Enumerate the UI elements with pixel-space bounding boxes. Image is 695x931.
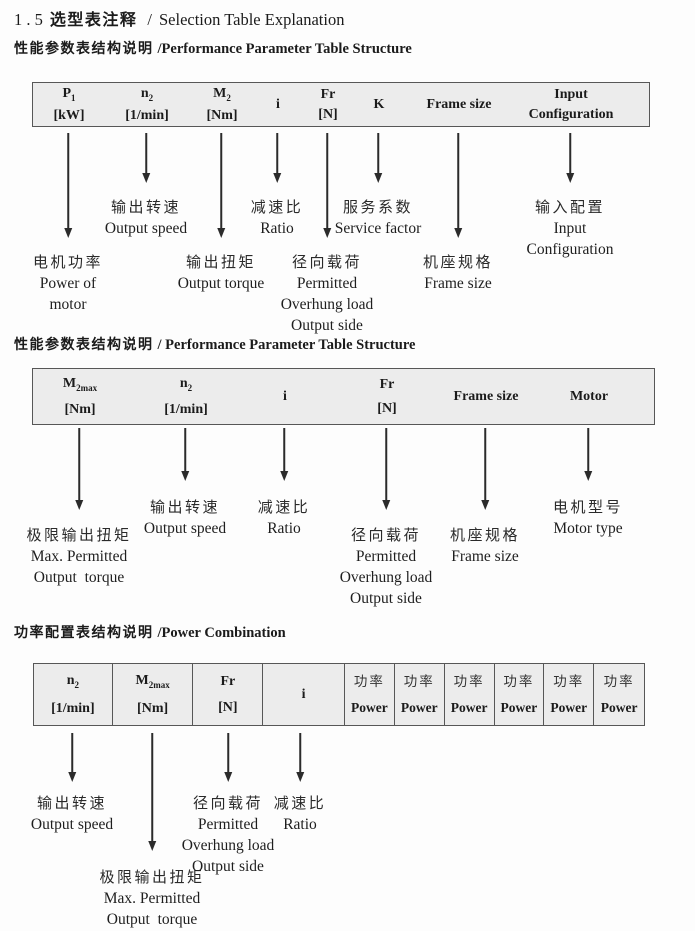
section3-heading: 功率配置表结构说明/Power Combination <box>14 622 286 642</box>
col-fr: Fr[N] <box>318 87 338 122</box>
title-separator: / <box>147 10 152 29</box>
col-m2max: M2max[Nm] <box>62 375 98 418</box>
title-english: Selection Table Explanation <box>158 10 345 29</box>
section1-heading-en: /Performance Parameter Table Structure <box>157 41 412 57</box>
down-arrow-icon <box>71 733 73 773</box>
down-arrow-icon <box>385 428 387 501</box>
down-arrow-icon <box>326 133 328 229</box>
section2-heading-en: / Performance Parameter Table Structure <box>157 337 416 353</box>
col-frame-size: Frame size <box>426 97 492 112</box>
section1-heading: 性能参数表结构说明/Performance Parameter Table St… <box>14 38 412 58</box>
col-m2: M2[Nm] <box>206 85 238 124</box>
col-p1: P1[kW] <box>53 85 85 124</box>
section-number: 1 . 5 <box>14 10 43 29</box>
col-n2: n2[1/min] <box>34 664 113 725</box>
section1-heading-zh: 性能参数表结构说明 <box>14 40 154 56</box>
down-arrow-icon <box>220 133 222 229</box>
down-arrow-icon <box>377 133 379 174</box>
down-arrow-icon <box>184 428 186 472</box>
down-arrow-icon <box>151 733 153 842</box>
down-arrow-icon <box>67 133 69 229</box>
col-fr: Fr[N] <box>377 377 397 416</box>
col-k: K <box>373 97 385 112</box>
col-n2: n2[1/min] <box>125 85 169 124</box>
section3-heading-en: /Power Combination <box>157 625 286 641</box>
performance-table-1: P1[kW] n2[1/min] M2[Nm] i Fr[N] K Frame … <box>32 82 650 127</box>
section3-heading-zh: 功率配置表结构说明 <box>14 624 154 640</box>
col-i: i <box>276 97 280 112</box>
section2-heading-zh: 性能参数表结构说明 <box>14 336 154 352</box>
performance-table-2: M2max[Nm] n2[1/min] i Fr[N] Frame size M… <box>32 368 655 425</box>
col-motor: Motor <box>569 389 609 404</box>
down-arrow-icon <box>299 733 301 773</box>
down-arrow-icon <box>587 428 589 472</box>
col-frame-size: Frame size <box>453 389 519 404</box>
col-fr: Fr[N] <box>193 664 264 725</box>
down-arrow-icon <box>145 133 147 174</box>
down-arrow-icon <box>283 428 285 472</box>
down-arrow-icon <box>457 133 459 229</box>
down-arrow-icon <box>78 428 80 501</box>
col-i: i <box>263 664 345 725</box>
down-arrow-icon <box>227 733 229 773</box>
down-arrow-icon <box>569 133 571 174</box>
col-i: i <box>283 389 287 404</box>
title-chinese: 选型表注释 <box>49 12 138 29</box>
down-arrow-icon <box>276 133 278 174</box>
col-m2max: M2max[Nm] <box>113 664 194 725</box>
page-title: 1 . 5 选型表注释 / Selection Table Explanatio… <box>14 6 344 30</box>
col-n2: n2[1/min] <box>164 375 208 418</box>
section2-heading: 性能参数表结构说明/ Performance Parameter Table S… <box>14 334 415 354</box>
down-arrow-icon <box>484 428 486 501</box>
